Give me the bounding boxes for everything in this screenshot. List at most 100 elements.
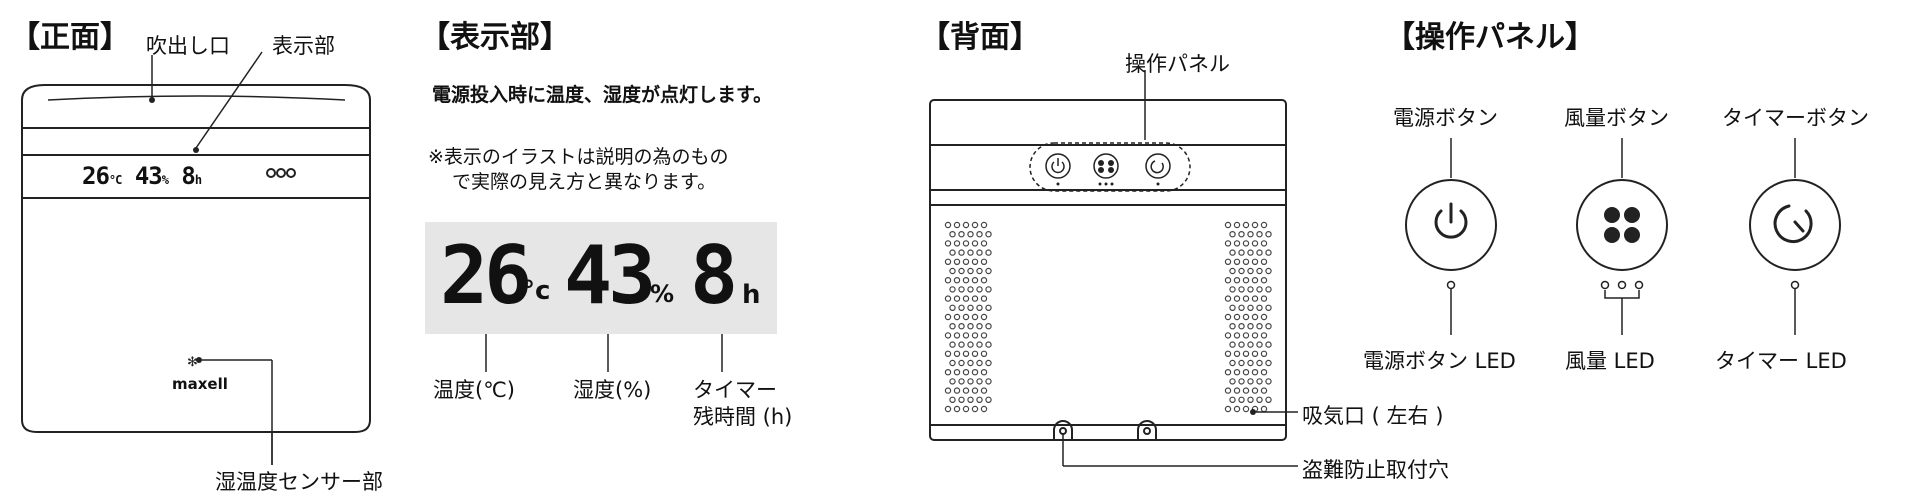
vent-hole: [976, 286, 983, 293]
vent-hole: [1265, 267, 1272, 275]
vent-hole: [1256, 304, 1263, 311]
vent-hole: [1256, 341, 1263, 348]
vent-hole: [1229, 304, 1236, 311]
vent-hole: [1251, 295, 1259, 302]
vent-hole: [1238, 359, 1245, 367]
vent-hole: [944, 221, 952, 229]
vent-hole: [958, 267, 965, 275]
vent-hole: [976, 359, 983, 367]
vent-hole: [1233, 277, 1241, 284]
power-icon: [1434, 202, 1468, 239]
fan-icon: [1604, 207, 1640, 243]
vent-hole: [980, 295, 988, 302]
vent-hole: [976, 267, 983, 275]
vent-hole: [953, 313, 961, 321]
vent-hole: [976, 249, 983, 256]
vent-hole: [967, 286, 974, 293]
vent-hole: [949, 359, 956, 367]
vent-hole: [949, 304, 956, 311]
vent-hole: [1233, 295, 1241, 302]
vent-hole: [980, 313, 988, 321]
vent-hole: [953, 221, 961, 229]
display-part-label: 表示部: [272, 34, 335, 58]
vent-hole: [980, 221, 988, 229]
vent-hole: [985, 249, 992, 256]
vent-hole: [1242, 258, 1250, 265]
vent-hole: [1242, 387, 1250, 394]
vent-hole: [1260, 313, 1268, 321]
vent-hole: [1256, 396, 1263, 403]
vent-hole: [1256, 378, 1263, 385]
vent-holes: [944, 221, 1272, 413]
display-note-2: ※表示のイラストは説明の為のもの: [428, 146, 729, 168]
vent-hole: [1238, 267, 1245, 275]
vent-hole: [949, 286, 956, 293]
vent-hole: [1265, 304, 1272, 311]
vent-hole: [967, 230, 974, 238]
fan-led-label: 風量 LED: [1565, 349, 1655, 373]
back-title: 【背面】: [920, 20, 1040, 55]
vent-hole: [958, 396, 965, 403]
brand-logo: maxell: [172, 375, 228, 393]
vent-hole: [949, 267, 956, 275]
vent-hole: [1224, 277, 1232, 284]
vent-hole: [1251, 258, 1259, 265]
sensor-icon: ✻: [187, 355, 198, 370]
vent-hole: [980, 350, 988, 357]
vent-hole: [962, 295, 970, 302]
vent-hole: [953, 258, 961, 265]
vent-hole: [949, 249, 956, 256]
vent-hole: [1233, 258, 1241, 265]
vent-hole: [962, 350, 970, 357]
temp-label: 温度(℃): [433, 378, 515, 402]
fan-button[interactable]: [1577, 180, 1667, 270]
power-button[interactable]: [1406, 180, 1496, 270]
vent-hole: [1233, 240, 1241, 247]
vent-hole: [944, 405, 952, 413]
vent-hole: [1251, 221, 1259, 229]
outlet-label: 吹出し口: [146, 34, 230, 58]
vent-hole: [1233, 332, 1241, 339]
mini-temp-unit: °C: [108, 173, 122, 187]
vent-hole: [976, 304, 983, 311]
timer-button[interactable]: [1750, 180, 1840, 270]
vent-hole: [967, 378, 974, 385]
vent-hole: [949, 323, 956, 330]
vent-hole: [962, 387, 970, 394]
vent-hole: [958, 359, 965, 367]
vent-hole: [971, 369, 979, 376]
vent-hole: [949, 341, 956, 348]
vent-hole: [971, 405, 979, 413]
vent-hole: [1260, 387, 1268, 394]
vent-hole: [1224, 405, 1232, 413]
vent-hole: [1256, 359, 1263, 367]
vent-hole: [962, 313, 970, 321]
vent-hole: [1260, 295, 1268, 302]
display-note-3: で実際の見え方と異なります。: [452, 171, 717, 193]
vent-hole: [958, 286, 965, 293]
back-panel-buttons: [1045, 153, 1171, 179]
vent-hole: [1260, 405, 1268, 413]
vent-hole: [1260, 258, 1268, 265]
vent-hole: [1242, 277, 1250, 284]
vent-hole: [1229, 341, 1236, 348]
anti-theft-holes: [1053, 420, 1157, 440]
vent-hole: [980, 240, 988, 247]
back-unit: [929, 99, 1287, 441]
vent-hole: [1260, 350, 1268, 357]
vent-hole: [1224, 350, 1232, 357]
vent-hole: [1229, 249, 1236, 256]
timer-button-label: タイマーボタン: [1722, 106, 1869, 130]
vent-hole: [1260, 277, 1268, 284]
vent-hole: [985, 286, 992, 293]
vent-hole: [944, 295, 952, 302]
vent-hole: [962, 258, 970, 265]
sensor-label: 湿温度センサー部: [215, 470, 383, 494]
vent-hole: [1247, 359, 1254, 367]
vent-hole: [971, 295, 979, 302]
display-hum: 43: [564, 229, 656, 322]
vent-hole: [1265, 323, 1272, 330]
vent-hole: [949, 378, 956, 385]
vent-hole: [1251, 350, 1259, 357]
vent-hole: [1242, 350, 1250, 357]
